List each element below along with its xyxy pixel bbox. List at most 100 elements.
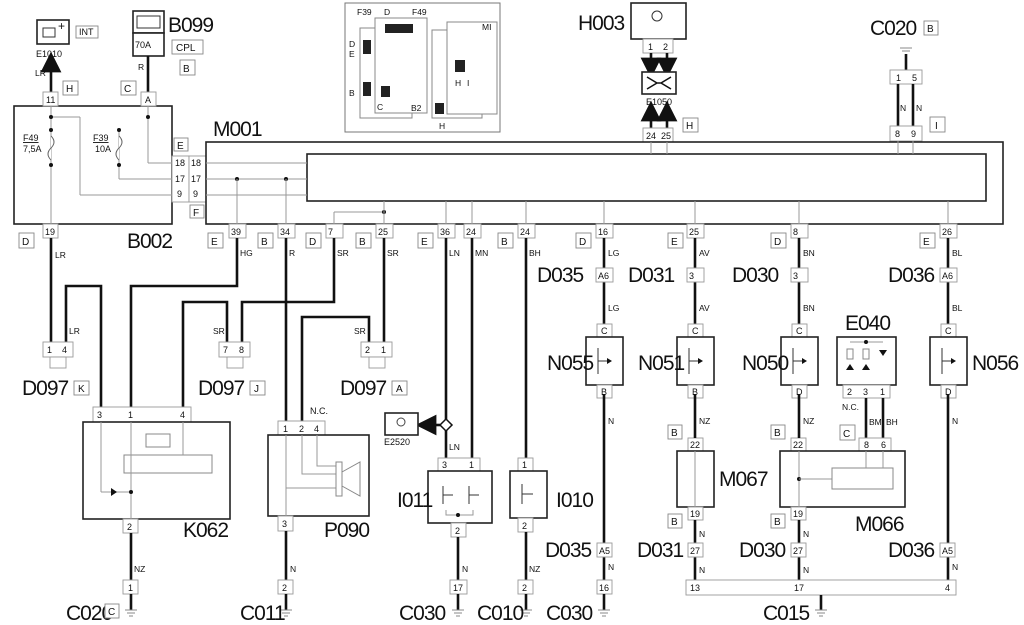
wire-color-label: N	[803, 529, 809, 539]
wire-color-label: MN	[475, 248, 488, 258]
switch-icon	[951, 358, 956, 364]
pin-label: 9	[177, 189, 182, 199]
wire-color-label: N	[290, 564, 296, 574]
pin-label: 8	[239, 345, 244, 355]
pin-label: 25	[689, 227, 699, 237]
i011-label: I011	[397, 489, 433, 512]
locator-label: F49	[412, 7, 427, 17]
c015-ground-bus: N N NZ NZ N N N N N N A5 D035 27 D031 27…	[545, 394, 958, 610]
d036-top-label: D036	[888, 264, 935, 287]
pin-label: 3	[282, 519, 287, 529]
diode-icon	[879, 350, 887, 356]
pin-label: A6	[598, 271, 609, 281]
pin-label: 16	[598, 227, 608, 237]
wire-color-label: BM	[869, 417, 882, 427]
pin-label: 3	[97, 410, 102, 420]
wire-color-label: R	[289, 248, 295, 258]
conn-tag: C	[843, 429, 850, 440]
wire-color-label: SR	[354, 326, 366, 336]
wire-color-label: N	[699, 529, 705, 539]
d097-k-label: D097	[22, 377, 69, 400]
wire-color-label: BN	[803, 303, 815, 313]
wire-color-label: LR	[35, 68, 46, 78]
pin-label: 7	[328, 227, 333, 237]
i011-i010-switches: LN MN BH E2520 LN 3 1 I011 2 N 17 1 I010…	[384, 238, 594, 610]
wire-color-label: LR	[69, 326, 80, 336]
pin-label: 8	[793, 227, 798, 237]
door-switch-group: LGLGA6D035CBN055AVAV3D031CBN051BNBN3D030…	[537, 238, 1020, 399]
e2520-courtesy-light	[384, 412, 419, 436]
ground-c020-label: C020	[66, 602, 113, 625]
e040-led-module: E040 2 3 1 N.C. BM BH C	[836, 312, 898, 441]
pin-label: 2	[847, 387, 852, 397]
conn-tag: H	[686, 121, 693, 132]
conn-tag: B	[501, 237, 508, 248]
pin-label: 4	[180, 410, 185, 420]
wire-color-label: N	[952, 416, 958, 426]
locator-inset: F39 D F49 D E B C B2 MI H I H	[344, 2, 501, 133]
d036-bottom-label: D036	[888, 539, 935, 562]
conn-tag: E	[211, 237, 218, 248]
locator-label: B	[349, 88, 355, 98]
fuse-f49-label: F49	[23, 133, 39, 143]
wire-color-label: NZ	[134, 564, 145, 574]
wire-color-label: N	[803, 565, 809, 575]
pin-label: 1	[522, 460, 527, 470]
e2520-label: E2520	[384, 437, 410, 447]
pin-label: 25	[661, 131, 671, 141]
k062-label: K062	[183, 519, 228, 542]
i010-label: I010	[556, 489, 593, 512]
wire-color-label: BN	[803, 248, 815, 258]
pin-label: 1	[896, 73, 901, 83]
pin-label: B	[692, 387, 698, 397]
d035-top-label: D035	[537, 264, 584, 287]
led-icon	[846, 364, 854, 370]
pin-label: 3	[442, 460, 447, 470]
svg-text:+: +	[58, 19, 65, 33]
pin-label: 1	[381, 345, 386, 355]
wire-color-label: SR	[387, 248, 399, 258]
pin-label: 1	[648, 42, 653, 52]
pin-label: 1	[880, 387, 885, 397]
locator-label: D	[349, 39, 355, 49]
speaker-icon	[341, 461, 361, 497]
locator-label: I	[467, 78, 469, 88]
d097-a-label: D097	[340, 377, 387, 400]
left-harness: LR LR HG SR SR R SR SR 1 4 D097 K 7 8 D0…	[22, 238, 408, 421]
led-icon	[111, 488, 117, 496]
pin-label: 3	[793, 271, 798, 281]
pin-label: 2	[299, 424, 304, 434]
pin-label: 7	[223, 345, 228, 355]
cpl-tag: CPL	[176, 43, 196, 54]
pin-label: 19	[45, 227, 55, 237]
conn-tag: D	[774, 237, 781, 248]
pin-label: A	[145, 95, 151, 105]
n055-label: N055	[547, 352, 594, 375]
pin-label: 17	[453, 583, 463, 593]
nc-label: N.C.	[310, 406, 328, 416]
e1050-label: E1050	[646, 97, 672, 107]
pin-label: 2	[127, 522, 132, 532]
wire-color-label: SR	[213, 326, 225, 336]
pin-label: 24	[466, 227, 476, 237]
wire-color-label: LN	[449, 442, 460, 452]
k062-alarm-module: 3 1 4 K062 2 NZ 1	[82, 406, 231, 610]
b002-m001-side-connector: E 18 17 9 18 17 9 F	[171, 137, 207, 219]
pin-label: 16	[599, 583, 609, 593]
fuse-f39-label: F39	[93, 133, 109, 143]
d031-top-label: D031	[628, 264, 675, 287]
b099-label: B099	[168, 14, 213, 37]
switch-icon	[698, 358, 703, 364]
m066-label: M066	[855, 513, 904, 536]
pin-label: 8	[895, 129, 900, 139]
pin-label: D	[796, 387, 803, 397]
pin-label: 36	[440, 227, 450, 237]
pin-label: 2	[455, 526, 460, 536]
lamp-icon	[396, 417, 406, 427]
